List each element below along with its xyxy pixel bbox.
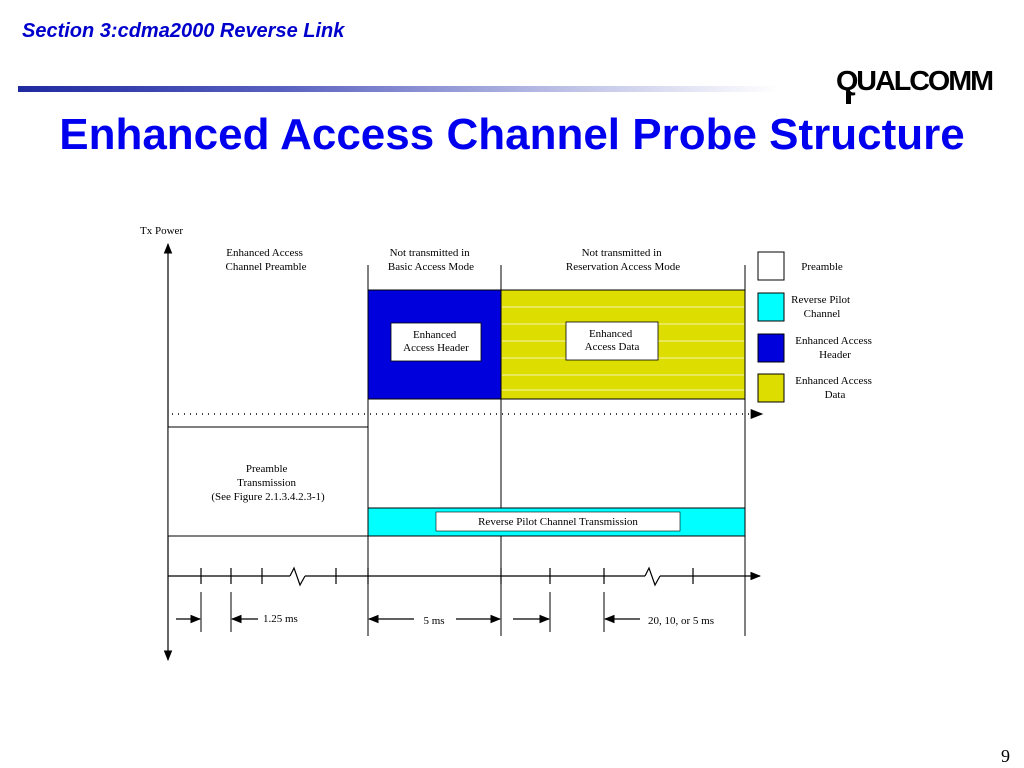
svg-text:QUALCOMM: QUALCOMM (836, 65, 993, 96)
header-block-label: Enhanced Access Header (403, 329, 469, 354)
header-rule (18, 86, 778, 92)
header-preamble: Enhanced Access Channel Preamble (226, 247, 307, 273)
legend-label: Preamble (801, 261, 843, 273)
legend-swatch-pilot (757, 292, 785, 322)
legend-swatch-data (757, 373, 785, 403)
timing-label-3: 20, 10, or 5 ms (648, 615, 714, 627)
data-block-label: Enhanced Access Data (585, 328, 640, 353)
y-axis-label: Tx Power (140, 225, 183, 237)
pilot-block-label: Reverse Pilot Channel Transmission (478, 516, 638, 528)
header-basic-mode: Not transmitted in Basic Access Mode (388, 247, 474, 273)
header-label-box (390, 322, 482, 362)
time-axis (168, 566, 762, 587)
preamble-block-label: Preamble Transmission (See Figure 2.1.3.… (211, 463, 325, 503)
timing-label-1: 1.25 ms (263, 613, 298, 625)
timing-label-2: 5 ms (423, 615, 444, 627)
legend-label: Enhanced Access Data (795, 375, 874, 401)
qualcomm-logo: QUALCOMM (836, 65, 995, 104)
page-number: 9 (1001, 746, 1010, 766)
preamble-block (167, 426, 369, 537)
slide-title: Enhanced Access Channel Probe Structure (59, 110, 965, 159)
timing-guides (200, 592, 605, 632)
section-title: Section 3:cdma2000 Reverse Link (22, 20, 345, 42)
header-reservation-mode: Not transmitted in Reservation Access Mo… (566, 247, 680, 273)
data-label-box (565, 321, 659, 361)
legend-label: Enhanced Access Header (795, 335, 874, 361)
legend-label: Reverse Pilot Channel (791, 294, 853, 320)
pilot-label-box (435, 511, 681, 532)
legend: Preamble Reverse Pilot Channel Enhanced … (757, 251, 874, 403)
legend-swatch-header (757, 333, 785, 363)
legend-swatch-preamble (757, 251, 785, 281)
